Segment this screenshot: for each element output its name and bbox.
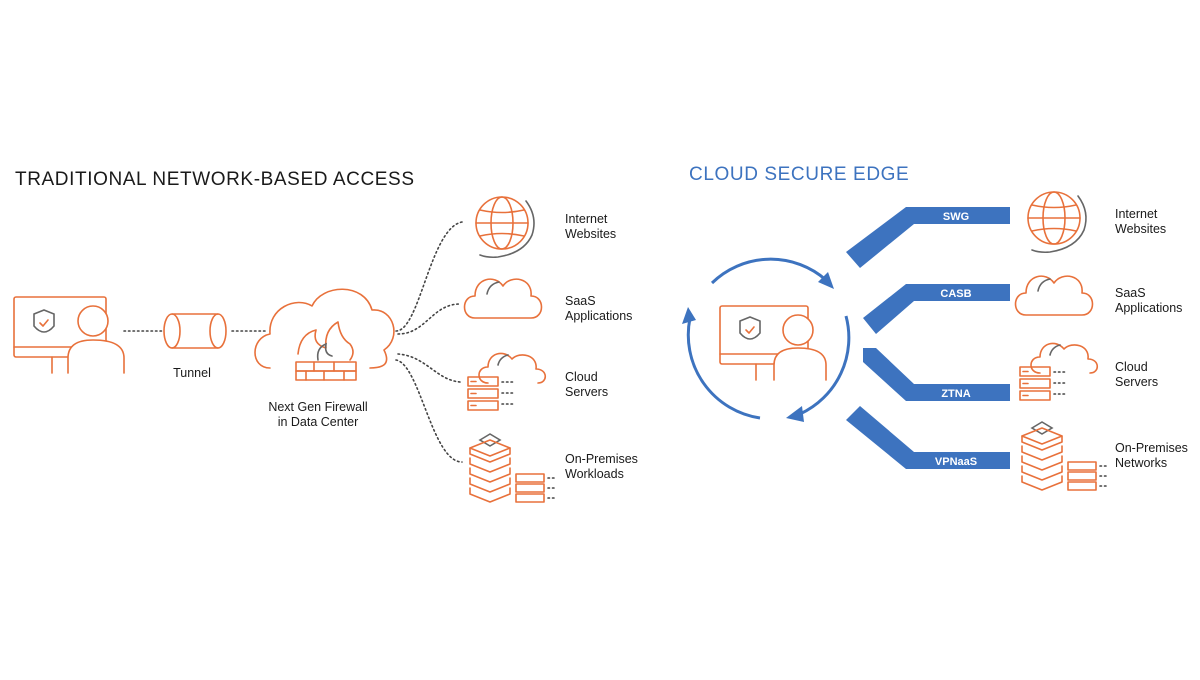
user-workstation-icon — [13, 296, 125, 374]
refresh-cycle-icon — [682, 257, 851, 422]
firewall-label-line1: Next Gen Firewall — [268, 400, 367, 414]
segment-vpnaas: VPNaaS — [935, 456, 977, 468]
left-dest-3-line2: Servers — [565, 385, 608, 399]
right-dest-4-line2: Networks — [1115, 456, 1167, 470]
right-globe-icon — [1027, 191, 1087, 254]
left-dest-2-line2: Applications — [565, 309, 632, 323]
left-cloud-icon — [463, 278, 543, 319]
left-cloud-server-icon — [467, 352, 547, 411]
left-dest-1-line2: Websites — [565, 227, 616, 241]
left-connectors — [395, 221, 463, 463]
firewall-icon — [254, 288, 395, 381]
right-dest-1-line2: Websites — [1115, 222, 1166, 236]
right-dest-1-line1: Internet — [1115, 207, 1158, 221]
segment-swg: SWG — [943, 211, 969, 223]
right-dest-4-line1: On-Premises — [1115, 441, 1188, 455]
left-dest-3-line1: Cloud — [565, 370, 598, 384]
tunnel-label: Tunnel — [173, 366, 211, 380]
left-title: TRADITIONAL NETWORK-BASED ACCESS — [15, 169, 415, 190]
right-cloud-icon — [1014, 275, 1094, 316]
right-dest-3-line2: Servers — [1115, 375, 1158, 389]
segment-ztna: ZTNA — [941, 388, 970, 400]
edge-bands — [846, 207, 1010, 469]
left-dest-4-line2: Workloads — [565, 467, 624, 481]
right-dest-3-line1: Cloud — [1115, 360, 1148, 374]
left-server-stack-icon — [469, 433, 557, 503]
tunnel-icon — [163, 313, 227, 349]
segment-casb: CASB — [940, 288, 971, 300]
right-title: CLOUD SECURE EDGE — [689, 164, 909, 185]
left-dest-2-line1: SaaS — [565, 294, 596, 308]
right-server-stack-icon — [1021, 421, 1109, 491]
user-workstation-icon-edge — [719, 305, 827, 381]
left-dest-4-line1: On-Premises — [565, 452, 638, 466]
firewall-label-line2: in Data Center — [278, 415, 359, 429]
right-dest-2-line2: Applications — [1115, 301, 1182, 315]
right-cloud-server-icon — [1019, 342, 1099, 401]
right-dest-2-line1: SaaS — [1115, 286, 1146, 300]
left-globe-icon — [475, 196, 535, 259]
left-dest-1-line1: Internet — [565, 212, 608, 226]
